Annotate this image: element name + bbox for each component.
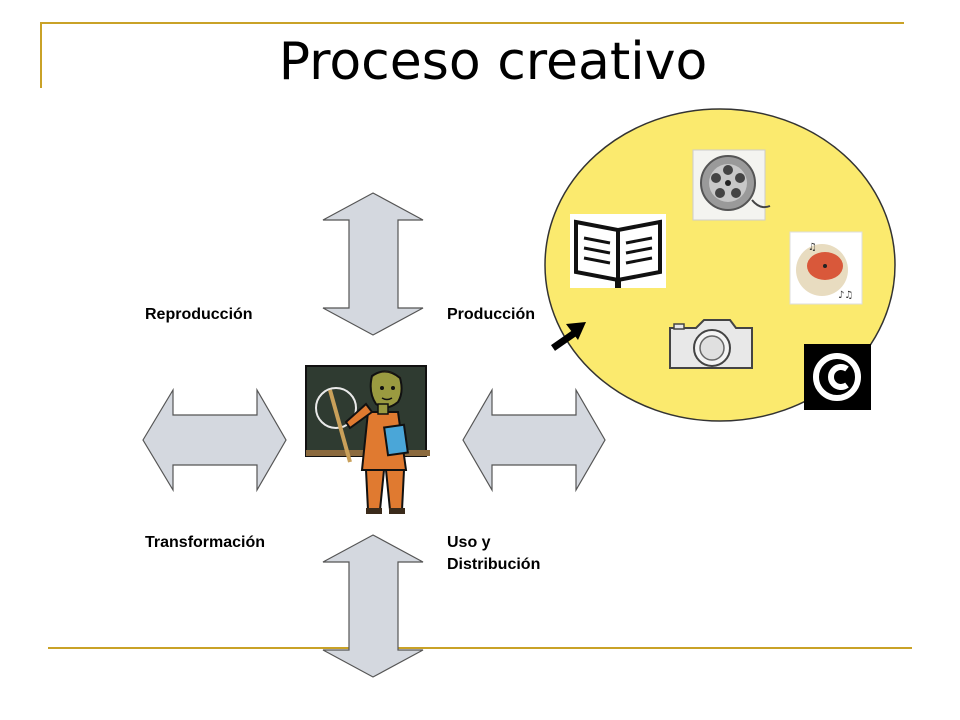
- arrow-top: [322, 192, 424, 336]
- works-circle: [544, 108, 896, 422]
- label-reproduccion: Reproducción: [145, 306, 253, 323]
- teacher-at-blackboard-icon: [305, 365, 430, 514]
- svg-text:♫: ♫: [808, 242, 817, 253]
- book-icon: [570, 214, 666, 288]
- top-rule: [40, 22, 904, 24]
- vinyl-record-icon: ♫ ♪♫: [789, 231, 863, 305]
- arrow-left: [142, 387, 287, 493]
- bottom-rule: [48, 647, 912, 649]
- film-reel-icon: [692, 149, 771, 221]
- svg-text:♪♫: ♪♫: [838, 290, 853, 301]
- camera-icon: [669, 319, 753, 369]
- slide-title: Proceso creativo: [278, 32, 708, 92]
- arrow-bottom: [322, 534, 424, 678]
- label-uso-line1: Uso y: [447, 534, 491, 551]
- copyright-icon: [804, 344, 871, 410]
- label-uso-line2: Distribución: [447, 556, 541, 573]
- label-transformacion: Transformación: [145, 534, 266, 551]
- label-uso-y-distribucion: Uso y Distribución: [447, 532, 587, 576]
- label-produccion: Producción: [447, 306, 536, 323]
- top-left-tick: [40, 22, 42, 88]
- pointer-arrow: [551, 322, 586, 351]
- arrow-right: [462, 387, 606, 493]
